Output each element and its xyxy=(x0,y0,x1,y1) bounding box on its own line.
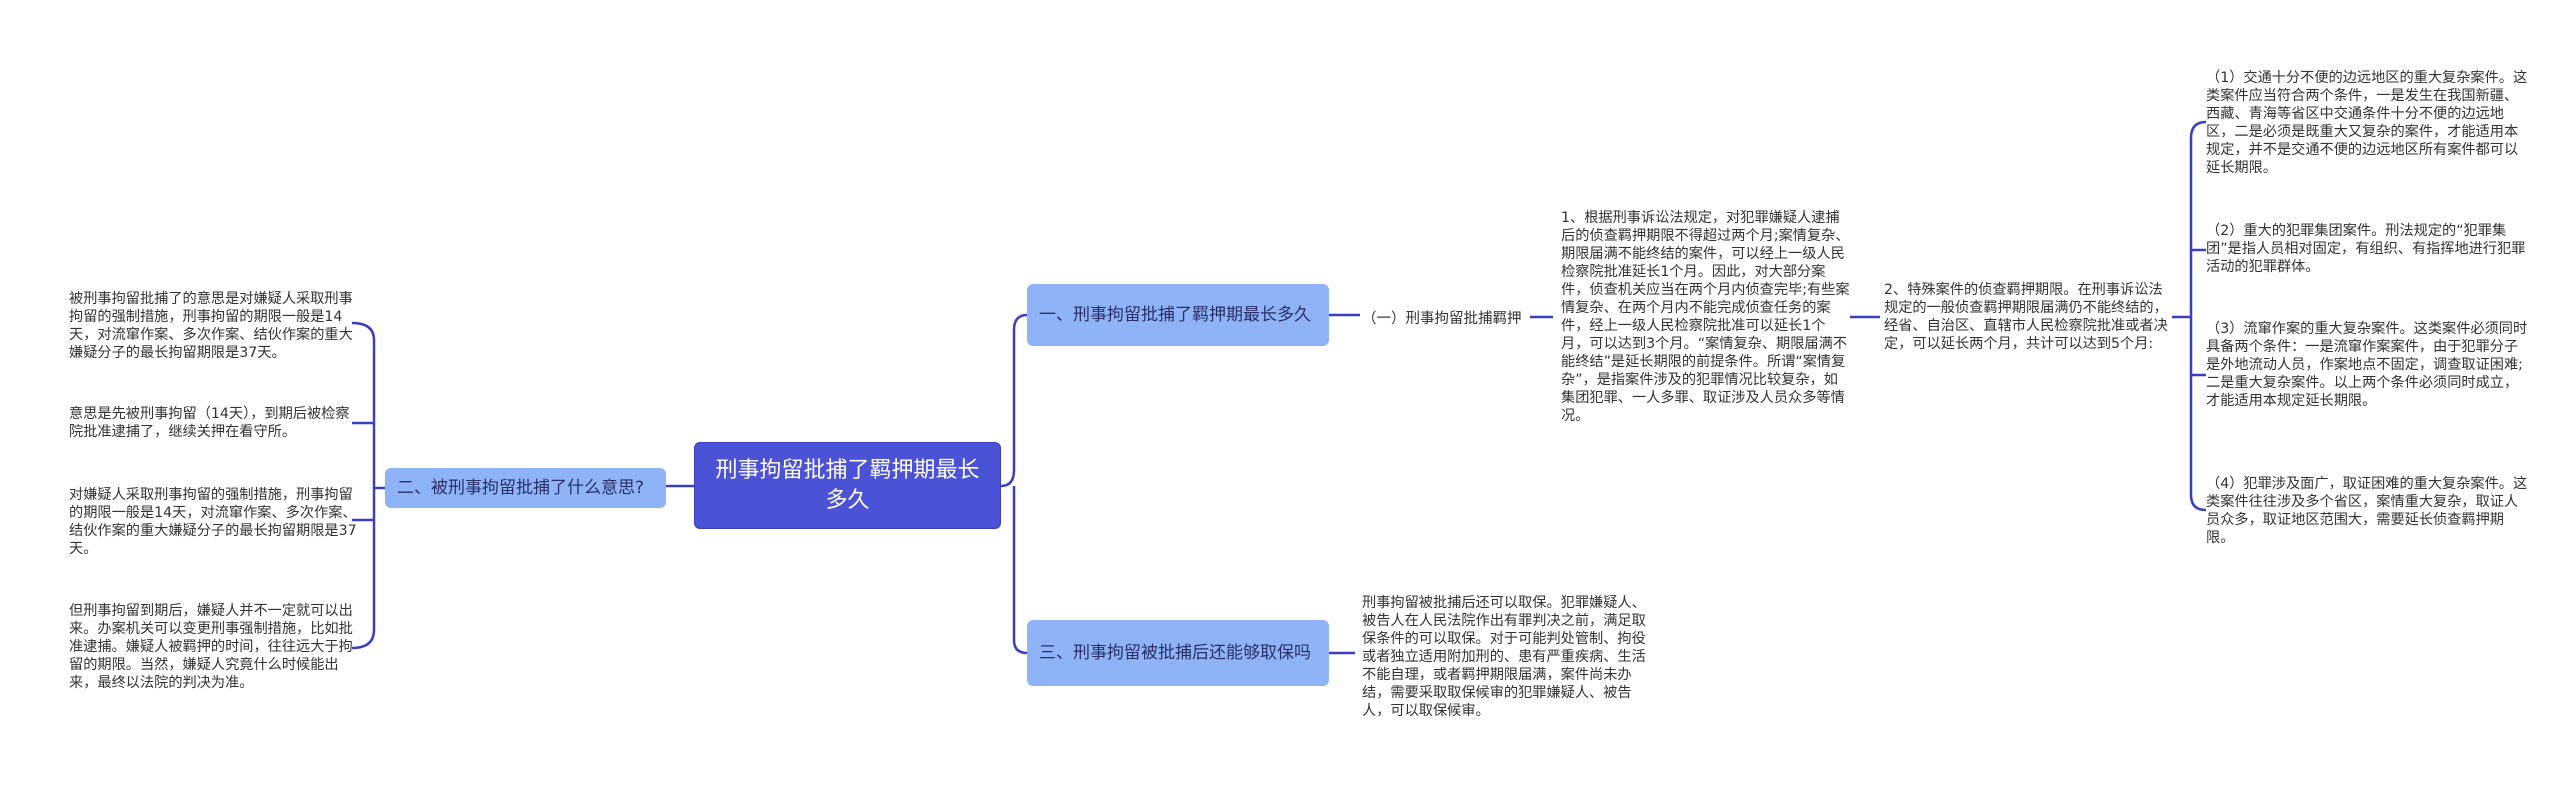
point-1: 1、根据刑事诉讼法规定，对犯罪嫌疑人逮捕后的侦查羁押期限不得超过两个月;案情复杂… xyxy=(1561,210,1850,424)
case-1: （1）交通十分不便的边远地区的重大复杂案件。这类案件应当符合两个条件，一是发生在… xyxy=(2206,70,2528,176)
branch-label: 三、刑事拘留被批捕后还能够取保吗 xyxy=(1039,643,1311,663)
branch-bail[interactable]: 三、刑事拘留被批捕后还能够取保吗 xyxy=(1027,620,1329,686)
point-2: 2、特殊案件的侦查羁押期限。在刑事诉讼法规定的一般侦查羁押期限届满仍不能终结的，… xyxy=(1884,282,2168,352)
left-item-3: 对嫌疑人采取刑事拘留的强制措施，刑事拘留的期限一般是14天，对流窜作案、多次作案… xyxy=(69,487,357,557)
left-item-1: 被刑事拘留批捕了的意思是对嫌疑人采取刑事拘留的强制措施，刑事拘留的期限一般是14… xyxy=(69,291,353,361)
sub-topic-detention[interactable]: （一）刑事拘留批捕羁押 xyxy=(1362,311,1522,327)
branch-max-detention[interactable]: 一、刑事拘留批捕了羁押期最长多久 xyxy=(1027,284,1329,346)
branch-meaning[interactable]: 二、被刑事拘留批捕了什么意思? xyxy=(385,468,666,508)
root-topic[interactable]: 刑事拘留批捕了羁押期最长多久 xyxy=(694,442,1001,529)
branch-label: 二、被刑事拘留批捕了什么意思? xyxy=(397,478,645,498)
left-item-4: 但刑事拘留到期后，嫌疑人并不一定就可以出来。办案机关可以变更刑事强制措施，比如批… xyxy=(69,603,353,691)
case-2: （2）重大的犯罪集团案件。刑法规定的“犯罪集团”是指人员相对固定，有组织、有指挥… xyxy=(2206,223,2526,275)
bail-text: 刑事拘留被批捕后还可以取保。犯罪嫌疑人、被告人在人民法院作出有罪判决之前，满足取… xyxy=(1362,595,1646,719)
left-item-2: 意思是先被刑事拘留（14天），到期后被检察院批准逮捕了，继续关押在看守所。 xyxy=(69,406,350,440)
branch-label: 一、刑事拘留批捕了羁押期最长多久 xyxy=(1039,305,1311,325)
root-title: 刑事拘留批捕了羁押期最长多久 xyxy=(715,457,980,513)
case-4: （4）犯罪涉及面广，取证困难的重大复杂案件。这类案件往往涉及多个省区，案情重大复… xyxy=(2206,476,2528,546)
case-3: （3）流窜作案的重大复杂案件。这类案件必须同时具备两个条件：一是流窜作案案件，由… xyxy=(2206,321,2528,409)
